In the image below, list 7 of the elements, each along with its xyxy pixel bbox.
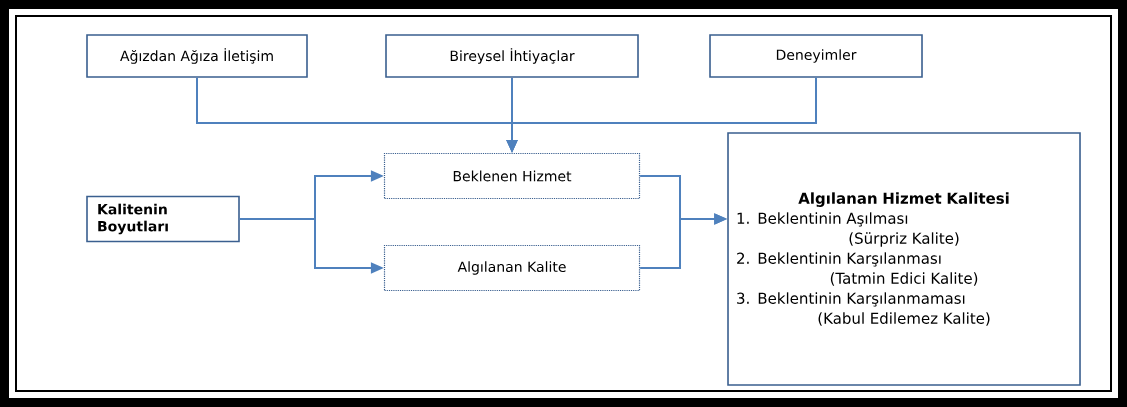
process-box: Algılanan Kalite	[383, 244, 641, 292]
process-box: Deneyimler	[709, 34, 923, 78]
process-box: Beklenen Hizmet	[383, 152, 641, 200]
process-box: Ağızdan Ağıza İletişim	[86, 34, 308, 78]
quality-list-box: Algılanan Hizmet Kalitesi 1. Beklentinin Aşılması (Sürpriz Kalite) 2. Beklentinin Karşılanması (Tatmin Edici Kalite) 3. Beklentinin Karşılanmaması (Kabul Edilemez Kalite)	[727, 132, 1081, 386]
process-box: Bireysel İhtiyaçlar	[385, 34, 639, 78]
process-box: Kalitenin Boyutları	[86, 195, 240, 243]
